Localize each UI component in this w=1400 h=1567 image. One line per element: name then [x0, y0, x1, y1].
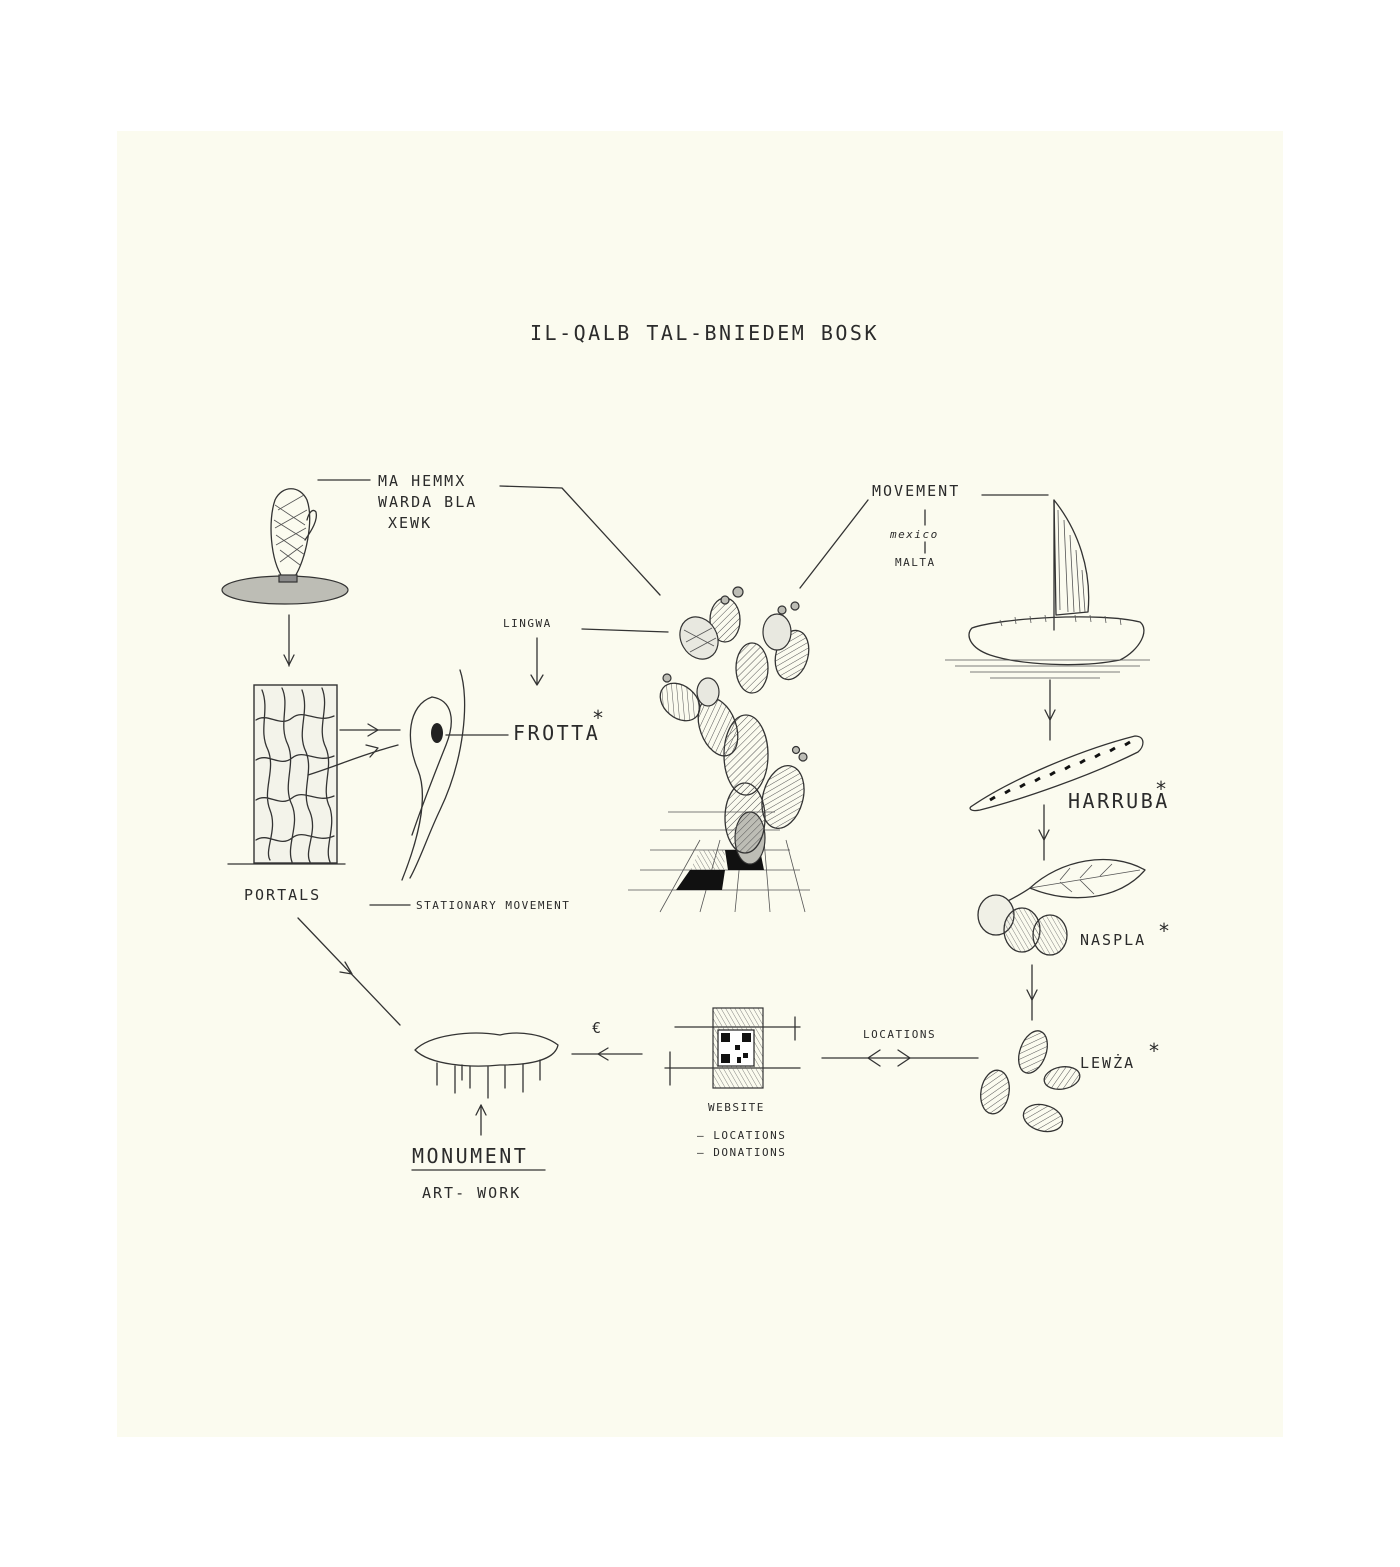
almonds-icon	[980, 1030, 1081, 1133]
label-malta: MALTA	[895, 556, 936, 569]
connectors	[283, 479, 1056, 1171]
lewza-asterisk: *	[1148, 1039, 1163, 1063]
labels: MA HEMMX WARDA BLA XEWK MOVEMENT mexico …	[244, 472, 1173, 1202]
label-lingwa: LINGWA	[503, 617, 552, 630]
label-artwork: ART- WORK	[422, 1184, 521, 1202]
frotta-asterisk: *	[592, 706, 607, 730]
naspla-asterisk: *	[1158, 919, 1173, 943]
label-mexico: mexico	[889, 528, 939, 541]
label-ma-hemmx-3: XEWK	[388, 514, 432, 532]
website-item-donations: — DONATIONS	[697, 1146, 786, 1159]
label-monument: MONUMENT	[412, 1144, 528, 1168]
label-euro: €	[592, 1019, 603, 1037]
monument-canopy-icon	[414, 1032, 559, 1099]
diagram-title: IL-QALB TAL-BNIEDEM BOSK	[530, 321, 879, 345]
loquat-icon	[977, 858, 1146, 956]
textured-wall-icon	[227, 684, 346, 865]
prickly-pear-flower-icon	[221, 488, 349, 605]
label-locations-link: LOCATIONS	[863, 1028, 936, 1041]
label-stationary-movement: STATIONARY MOVEMENT	[416, 899, 570, 912]
label-movement: MOVEMENT	[872, 482, 960, 500]
website-item-locations: — LOCATIONS	[697, 1129, 786, 1142]
label-ma-hemmx-2: WARDA BLA	[378, 493, 477, 511]
seed-drop-icon	[401, 669, 466, 881]
label-ma-hemmx-1: MA HEMMX	[378, 472, 466, 490]
label-naspla: NASPLA	[1080, 931, 1146, 949]
label-harruba: HARRUBA	[1068, 789, 1170, 813]
qr-code-icon	[664, 1007, 801, 1089]
harruba-asterisk: *	[1155, 777, 1170, 801]
label-lewza: LEWŻA	[1080, 1053, 1135, 1072]
boat-icon	[945, 499, 1150, 679]
label-website: WEBSITE	[708, 1101, 765, 1114]
cactus-icon	[628, 586, 810, 913]
carob-pod-icon	[969, 735, 1144, 812]
label-frotta: FROTTA	[513, 721, 600, 745]
label-portals: PORTALS	[244, 886, 321, 904]
